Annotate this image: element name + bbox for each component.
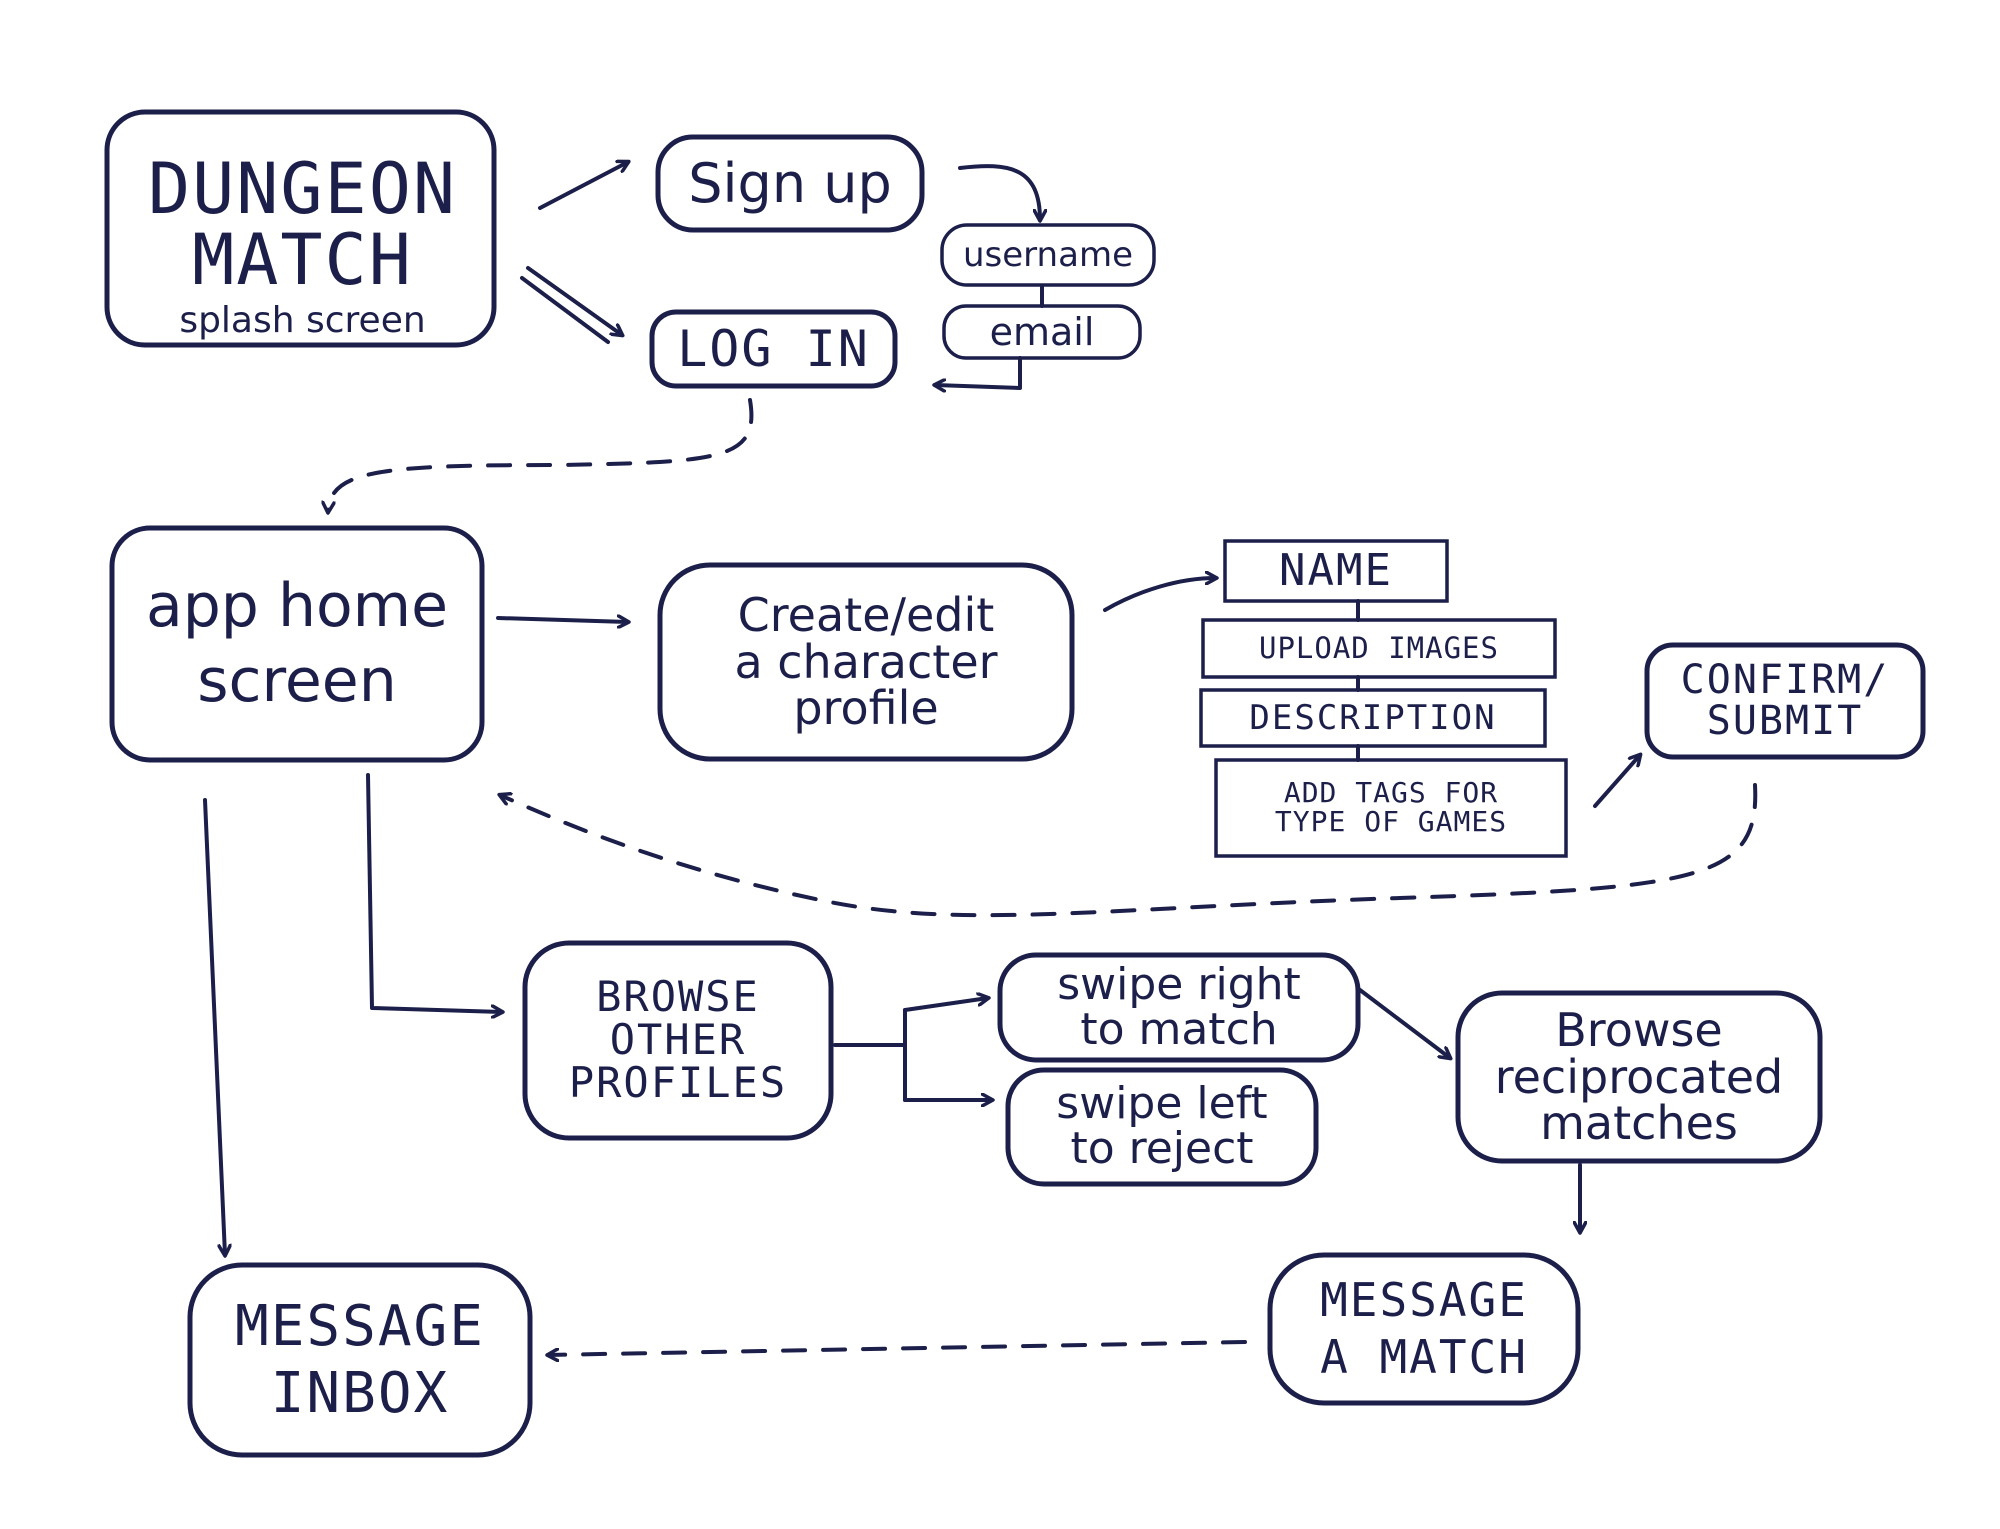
swipe-left-label: swipe left to reject	[1056, 1078, 1268, 1174]
edge-home-inbox	[203, 798, 225, 1255]
message-match-label: MESSAGE A MATCH	[1320, 1272, 1528, 1385]
create-box	[657, 562, 1075, 762]
browse-label: BROWSE OTHER PROFILES	[568, 972, 788, 1107]
edge-signup-username	[958, 164, 1040, 220]
edge-home-create	[496, 618, 628, 622]
edge-email-login	[935, 356, 1022, 388]
edge-browse-split	[833, 1008, 907, 1102]
login-box	[649, 309, 898, 389]
confirm-box	[1644, 642, 1926, 760]
signup-label: Sign up	[688, 151, 892, 215]
username-label: username	[963, 234, 1133, 275]
edge-splash-signup	[538, 162, 628, 210]
upload-box	[1201, 618, 1557, 679]
name-label: NAME	[1279, 544, 1393, 596]
confirm-label: CONFIRM/ SUBMIT	[1680, 657, 1890, 744]
swipe-right-box	[997, 952, 1361, 1063]
reciprocated-box	[1455, 990, 1823, 1164]
reciprocated-label: Browse reciprocated matches	[1494, 1002, 1784, 1151]
description-label: DESCRIPTION	[1249, 697, 1497, 738]
email-label: email	[989, 309, 1095, 354]
edge-swiperight-reciprocated	[1358, 988, 1450, 1058]
edge-confirm-home	[500, 783, 1758, 918]
signup-box	[655, 134, 925, 233]
home-box	[109, 525, 485, 763]
edge-tags-confirm	[1593, 755, 1640, 808]
edge-create-name	[1103, 578, 1216, 612]
message-match-box	[1267, 1252, 1581, 1406]
splash-box	[104, 109, 497, 348]
edge-message-inbox	[548, 1340, 1247, 1355]
edge-splash-login-double	[520, 276, 610, 344]
edge-browse-swipe-right	[903, 998, 988, 1012]
home-label: app home screen	[145, 571, 449, 716]
username-box	[940, 223, 1156, 287]
swipe-right-label: swipe right to match	[1057, 958, 1301, 1055]
swipe-left-box	[1005, 1067, 1319, 1187]
name-box	[1223, 539, 1449, 603]
splash-title: DUNGEON MATCH	[147, 147, 457, 301]
inbox-box	[187, 1262, 533, 1458]
edge-login-home	[328, 398, 754, 512]
description-box	[1199, 688, 1547, 748]
create-label: Create/edit a character profile	[734, 587, 998, 736]
tags-box	[1214, 758, 1568, 858]
browse-box	[522, 940, 834, 1141]
inbox-label: MESSAGE INBOX	[234, 1293, 485, 1426]
tags-label: ADD TAGS FOR TYPE OF GAMES	[1274, 776, 1508, 838]
edge-home-browse	[366, 773, 502, 1012]
edge-splash-login	[526, 266, 622, 335]
splash-subtitle: splash screen	[179, 299, 426, 341]
upload-label: UPLOAD IMAGES	[1259, 630, 1499, 665]
login-label: LOG IN	[677, 319, 870, 378]
